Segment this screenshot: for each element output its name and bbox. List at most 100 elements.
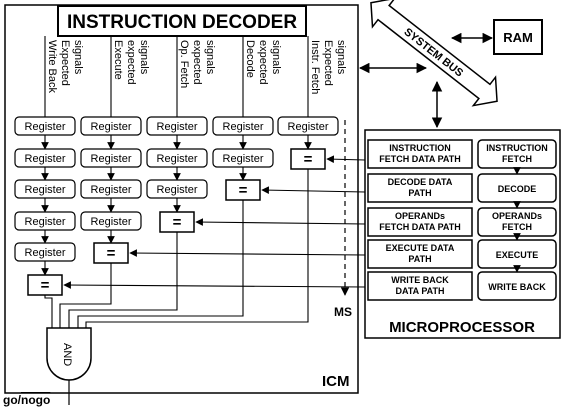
comparator-output-wire	[77, 200, 244, 328]
register-label: Register	[91, 121, 132, 133]
expected-signal-label: signals	[270, 40, 282, 75]
system-bus-arrow: SYSTEM BUS	[370, 0, 498, 107]
register-label: Register	[25, 247, 66, 259]
register-label: Register	[157, 121, 198, 133]
register: Register	[14, 211, 76, 231]
register-label: Register	[288, 121, 329, 133]
pipeline-stage-label: EXECUTE	[496, 250, 539, 260]
register-label: Register	[25, 121, 66, 133]
register: Register	[80, 179, 142, 199]
comparator: =	[290, 148, 326, 170]
pipeline-stage-box: EXECUTE	[477, 239, 557, 269]
expected-signal-label: signals	[204, 40, 216, 75]
instruction-decoder-title: INSTRUCTION DECODER	[67, 12, 297, 33]
microprocessor-title: MICROPROCESSOR	[389, 319, 535, 336]
and-gate-label: AND	[61, 343, 73, 366]
register-label: Register	[25, 216, 66, 228]
comparator: =	[225, 179, 261, 201]
datapath-label: DECODE DATA	[388, 177, 453, 187]
register-label: Register	[25, 153, 66, 165]
expected-signal-label: expected	[191, 40, 203, 85]
datapath-to-comparator-arrow	[326, 155, 366, 164]
register: Register	[80, 211, 142, 231]
register: Register	[14, 148, 76, 168]
pipeline-stage-box: WRITE BACK	[477, 271, 557, 301]
datapath-label: EXECUTE DATA	[386, 243, 455, 253]
register: Register	[80, 116, 142, 136]
comparator-to-and-wires	[44, 169, 309, 328]
expected-signal-label: Expected	[322, 40, 334, 86]
datapath-label: FETCH DATA PATH	[379, 222, 461, 232]
comparator-label: =	[304, 151, 313, 168]
expected-signal-label: Write Back	[46, 40, 58, 93]
expected-signal-label: Op. Fetch	[178, 40, 190, 88]
datapath-label: INSTRUCTION	[389, 143, 451, 153]
register: Register	[146, 116, 208, 136]
expected-signal-label: expected	[125, 40, 137, 85]
pipeline-stage-label: FETCH	[502, 222, 532, 232]
register: Register	[14, 116, 76, 136]
and-gate	[46, 327, 92, 381]
pipeline-stage-label: INSTRUCTION	[486, 143, 548, 153]
datapath-label: OPERANDs	[395, 211, 445, 221]
go-nogo-label: go/nogo	[3, 393, 50, 407]
expected-signal-label: signals	[72, 40, 84, 75]
expected-signal-label: Instr. Fetch	[309, 40, 321, 94]
comparator-label: =	[41, 277, 50, 294]
datapath-label: FETCH DATA PATH	[379, 154, 461, 164]
register: Register	[212, 116, 274, 136]
register: Register	[14, 179, 76, 199]
comparator-output-wire	[85, 169, 309, 328]
expected-signal-label: Execute	[112, 40, 124, 80]
ram-label: RAM	[503, 30, 533, 45]
expected-signal-label: signals	[138, 40, 150, 75]
expected-signal-label: expected	[257, 40, 269, 85]
comparator: =	[159, 211, 195, 233]
expected-signal-label: Expected	[59, 40, 71, 86]
register-label: Register	[157, 184, 198, 196]
pipeline-stage-label: WRITE BACK	[488, 282, 546, 292]
register: Register	[146, 179, 208, 199]
expected-signal-label: signals	[335, 40, 347, 75]
datapath-label: PATH	[408, 188, 431, 198]
register-grid: RegisterRegisterRegisterRegisterRegister…	[14, 36, 366, 296]
register-label: Register	[91, 153, 132, 165]
comparator-label: =	[173, 214, 182, 231]
datapath-to-comparator-arrow	[129, 249, 366, 257]
pipeline-stage-label: OPERANDs	[492, 211, 542, 221]
datapath-to-comparator-arrow	[261, 186, 366, 194]
register: Register	[14, 242, 76, 262]
instruction-decoder-box	[57, 5, 307, 37]
register: Register	[80, 148, 142, 168]
register-label: Register	[223, 153, 264, 165]
expected-signal-label: Decode	[244, 40, 256, 78]
register: Register	[212, 148, 274, 168]
comparator-output-wire	[68, 232, 178, 328]
comparator-label: =	[107, 245, 116, 262]
register-label: Register	[157, 153, 198, 165]
register: Register	[146, 148, 208, 168]
ram-box	[493, 19, 543, 55]
comparator-output-wire	[59, 263, 112, 328]
comparator: =	[27, 274, 63, 296]
register-label: Register	[223, 121, 264, 133]
register-label: Register	[25, 184, 66, 196]
system-bus-label: SYSTEM BUS	[402, 26, 466, 79]
comparator-output-wire	[44, 295, 53, 328]
datapath-label: WRITE BACK	[391, 275, 449, 285]
datapath-to-comparator-arrow	[195, 218, 366, 226]
comparator-label: =	[239, 182, 248, 199]
pipeline-stage-box: DECODE	[477, 173, 557, 203]
register: Register	[277, 116, 339, 136]
ms-label: MS	[334, 305, 352, 319]
